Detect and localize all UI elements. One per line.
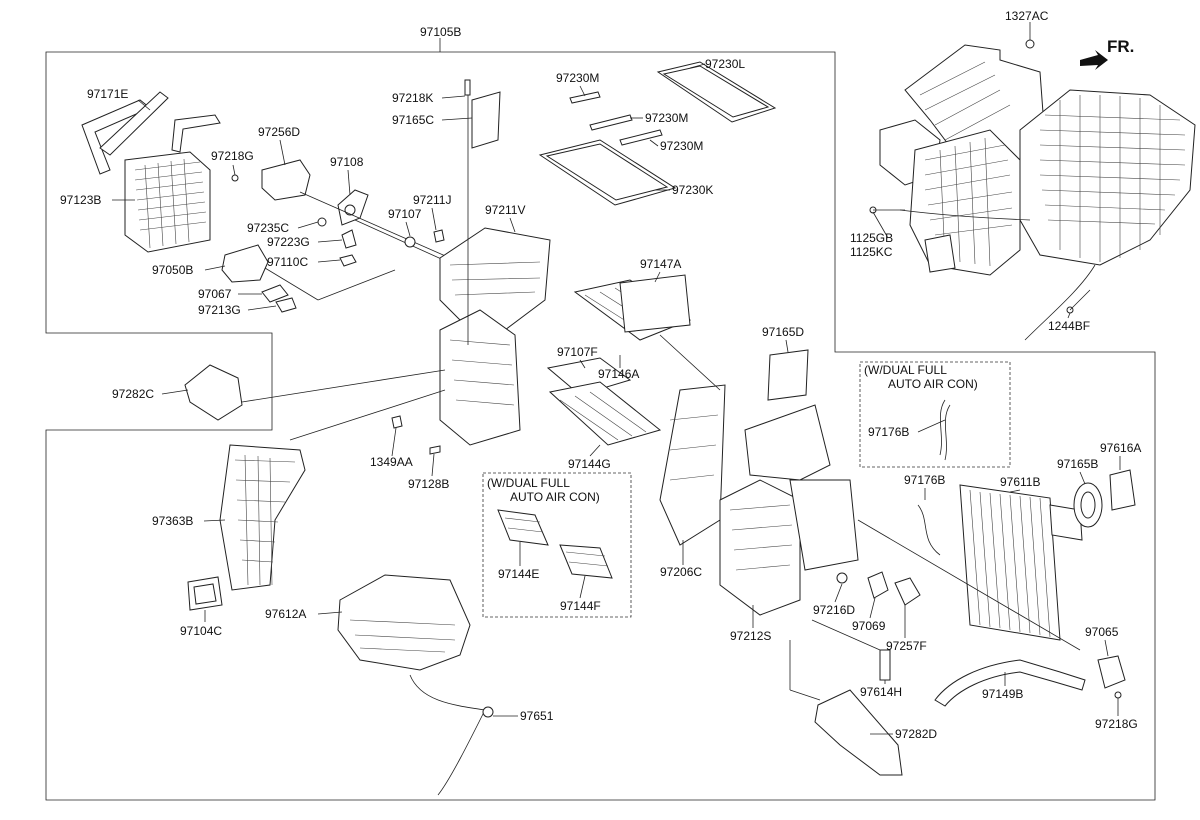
label-1125KC: 1125KC (850, 245, 893, 259)
label-97211V: 97211V (485, 203, 525, 217)
note-dual-b-line2: AUTO AIR CON) (888, 377, 978, 391)
label-97257F: 97257F (886, 639, 927, 653)
label-97128B: 97128B (408, 477, 449, 491)
label-97165D: 97165D (762, 325, 804, 339)
label-97223G: 97223G (267, 235, 310, 249)
note-dual-a-line1: (W/DUAL FULL (487, 476, 570, 490)
label-97176B-b: 97176B (904, 473, 945, 487)
label-97171E: 97171E (87, 87, 128, 101)
label-1244BF: 1244BF (1048, 319, 1090, 333)
label-97105B: 97105B (420, 25, 461, 39)
label-97144E: 97144E (498, 567, 539, 581)
heater-core-group (81, 91, 451, 313)
label-1327AC: 1327AC (1005, 9, 1049, 23)
note-box-dual-auto-a (482, 472, 632, 618)
label-97206C: 97206C (660, 565, 702, 579)
label-97230M-a: 97230M (556, 71, 599, 85)
label-97230K: 97230K (672, 183, 713, 197)
heater-housing-group (241, 79, 551, 455)
label-97176B-a: 97176B (868, 425, 909, 439)
label-97067: 97067 (198, 287, 232, 301)
label-97107F: 97107F (557, 345, 598, 359)
label-97144F: 97144F (560, 599, 601, 613)
label-97282D: 97282D (895, 727, 937, 741)
label-97616A: 97616A (1100, 441, 1141, 455)
label-97218G-b: 97218G (1095, 717, 1138, 731)
vent-pair-dual (497, 509, 613, 579)
note-dual-a-line2: AUTO AIR CON) (510, 490, 600, 504)
harness-dual (939, 399, 946, 456)
note-dual-b-line1: (W/DUAL FULL (864, 363, 947, 377)
label-97165C: 97165C (392, 113, 434, 127)
note-box-dual-auto-b (859, 361, 1011, 468)
label-fr: FR. (1107, 37, 1134, 56)
duct-group (184, 364, 494, 796)
label-97211J: 97211J (413, 193, 451, 207)
label-97614H: 97614H (860, 685, 902, 699)
label-97651: 97651 (520, 709, 554, 723)
label-1125GB: 1125GB (850, 231, 893, 245)
label-97256D: 97256D (258, 125, 300, 139)
assembly-boundary (45, 51, 1156, 801)
label-97144G: 97144G (568, 457, 611, 471)
label-97218G-a: 97218G (211, 149, 254, 163)
filter-group (538, 61, 777, 206)
label-97230L: 97230L (705, 57, 745, 71)
label-1349AA: 1349AA (370, 455, 413, 469)
label-97235C: 97235C (247, 221, 289, 235)
label-97611B: 97611B (1000, 475, 1040, 489)
label-97104C: 97104C (180, 624, 222, 638)
label-97612A: 97612A (265, 607, 306, 621)
fr-arrow-icon (1080, 50, 1108, 70)
label-97165B: 97165B (1057, 457, 1098, 471)
label-97065: 97065 (1085, 625, 1119, 639)
evaporator-group (789, 404, 1136, 776)
label-97363B: 97363B (152, 514, 193, 528)
label-leaders (137, 63, 1121, 735)
label-97108: 97108 (330, 155, 364, 169)
label-97230M-b: 97230M (645, 111, 688, 125)
label-97147A: 97147A (640, 257, 681, 271)
label-97107: 97107 (388, 207, 422, 221)
label-97123B: 97123B (60, 193, 101, 207)
part-labels: 97105B 1327AC FR. 97171E 97256D 97218G 9… (60, 9, 1141, 741)
label-97149B: 97149B (982, 687, 1023, 701)
label-97230M-c: 97230M (660, 139, 703, 153)
label-97218K: 97218K (392, 91, 433, 105)
label-97282C: 97282C (112, 387, 154, 401)
label-97050B: 97050B (152, 263, 193, 277)
label-97213G: 97213G (198, 303, 241, 317)
assembled-hvac-unit (869, 22, 1196, 341)
label-97212S: 97212S (730, 629, 771, 643)
label-97146A: 97146A (598, 367, 639, 381)
label-97069: 97069 (852, 619, 886, 633)
label-97216D: 97216D (813, 603, 855, 617)
vent-module-group (546, 274, 859, 616)
label-97110C: 97110C (267, 255, 308, 269)
